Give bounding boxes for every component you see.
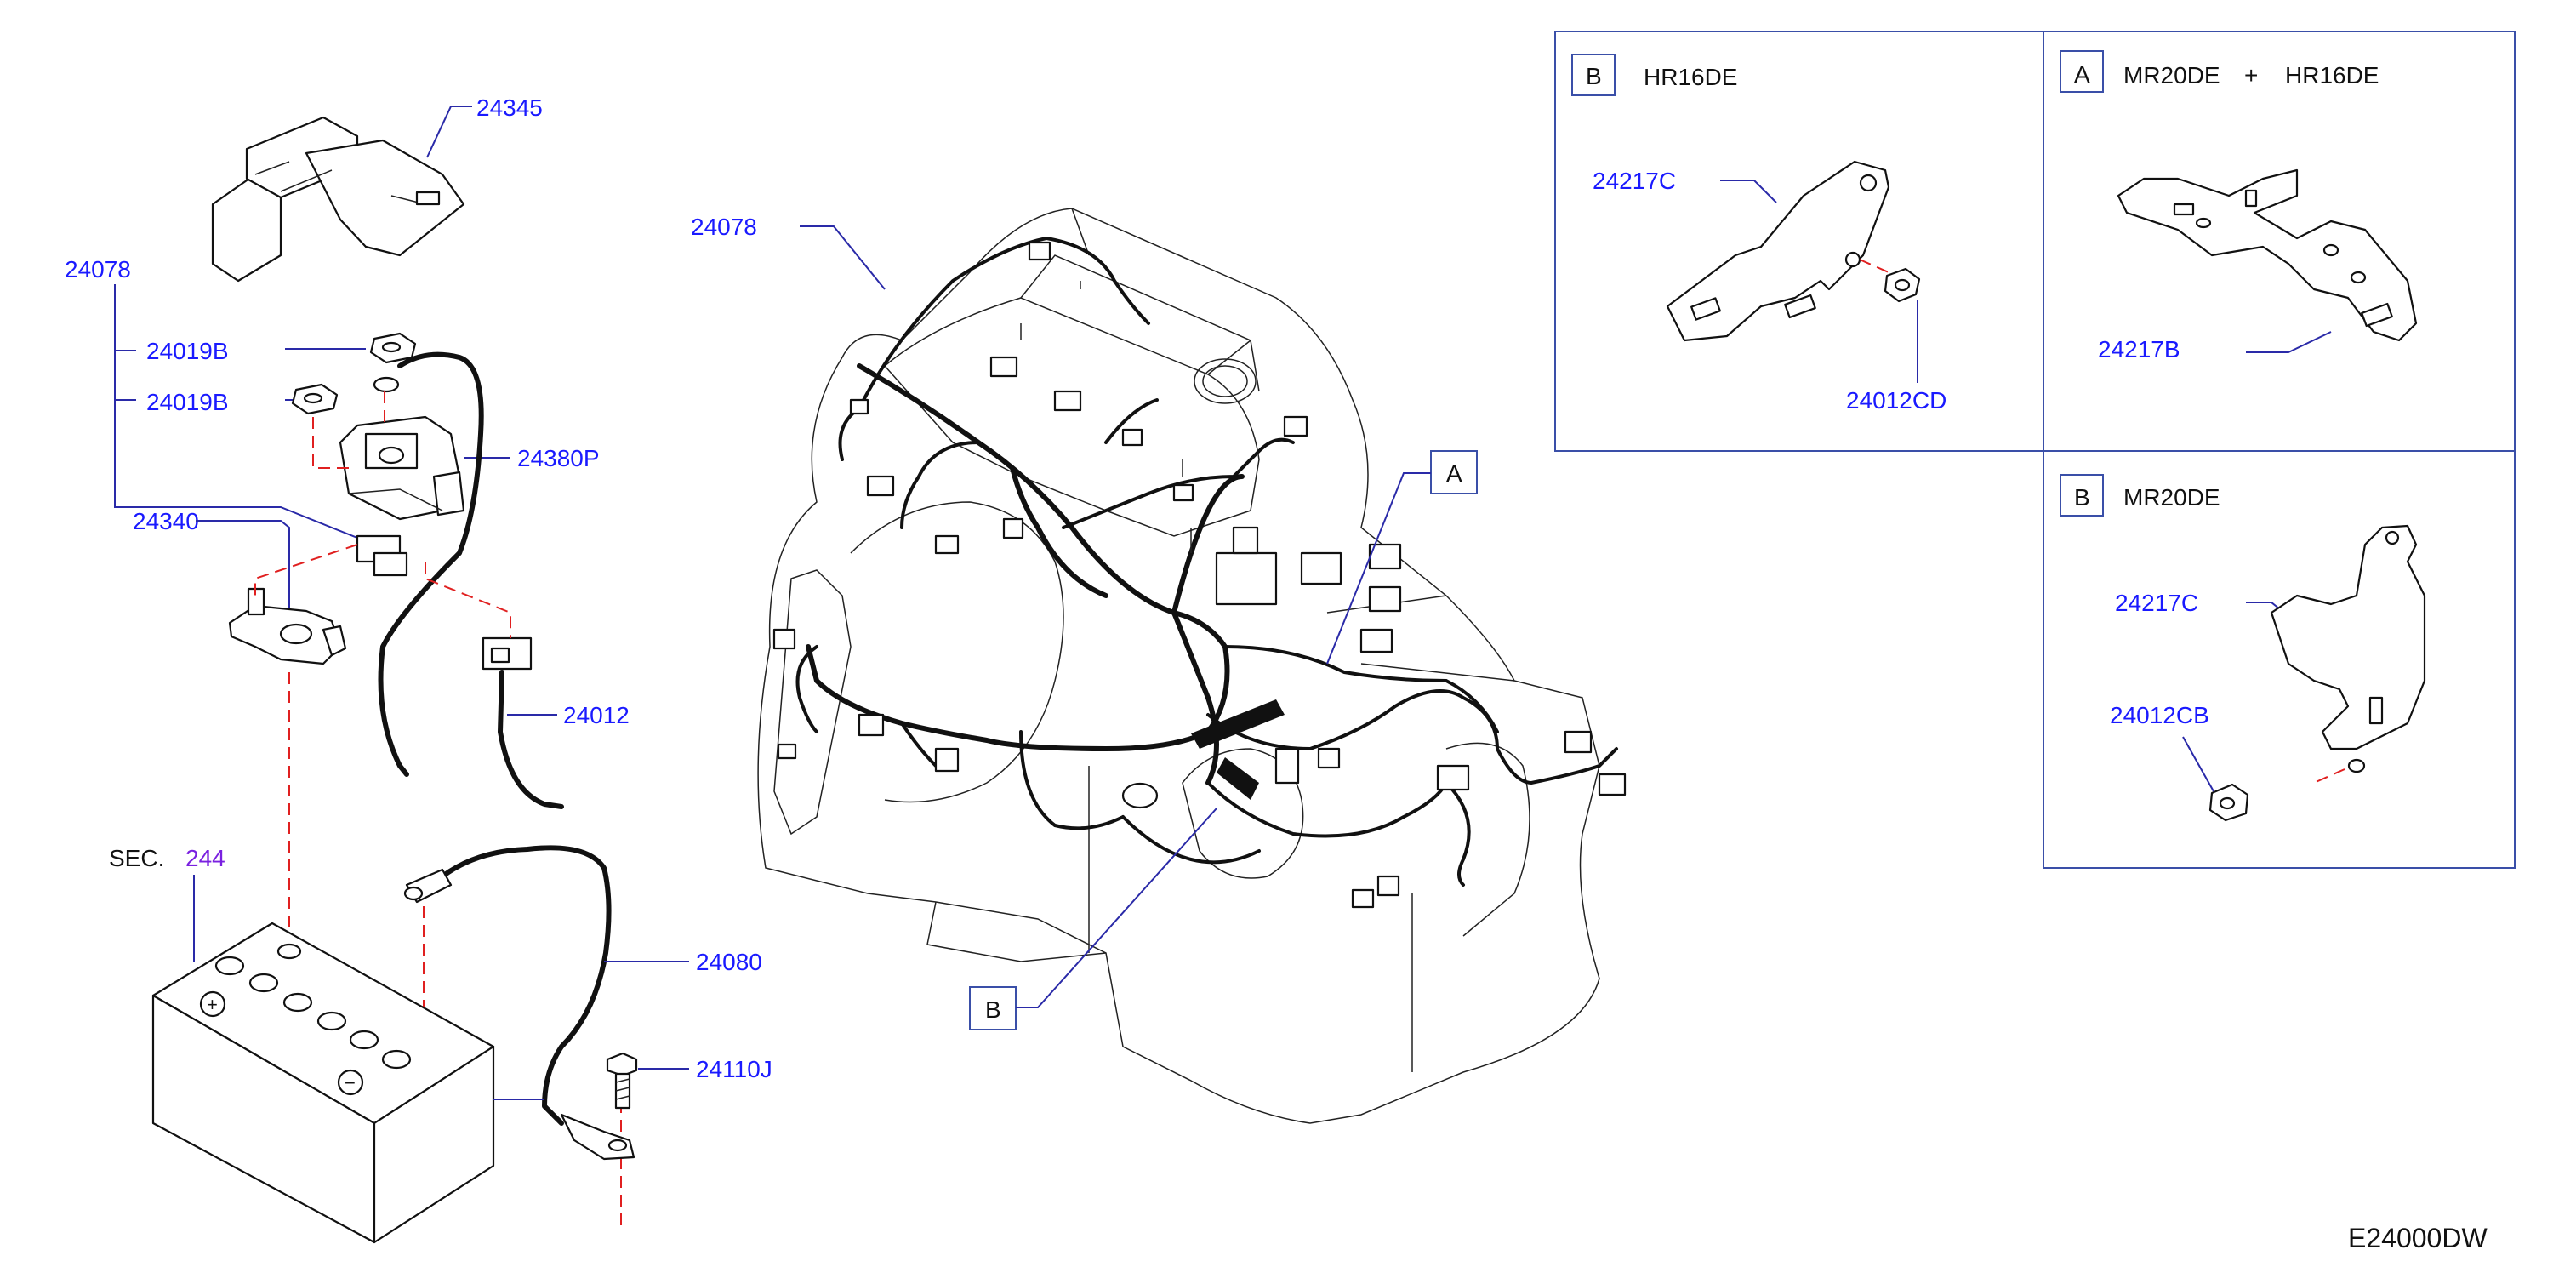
callout-b <box>969 986 1017 1030</box>
panel-b-mr20de: B MR20DE 24217C 24012CB <box>2060 474 2426 822</box>
label-24019B-a: 24019B <box>146 338 229 364</box>
nut-24019B-lower <box>291 383 339 415</box>
panel-2-engine-right: HR16DE <box>2285 62 2379 88</box>
terminal-24080-top <box>403 868 453 904</box>
panel-2-letter: A <box>2074 61 2090 88</box>
panel-3-letter: B <box>2074 484 2090 511</box>
callout-b-label: B <box>985 996 1001 1023</box>
panel-2-plus: + <box>2244 62 2258 88</box>
harness-connectors <box>772 241 1627 909</box>
callout-a <box>1430 450 1478 494</box>
terminal-24080-bottom <box>560 1113 635 1161</box>
panel-2-engine-left: MR20DE <box>2123 62 2220 88</box>
section-ref-number: 244 <box>185 845 225 871</box>
callout-a-label: A <box>1446 460 1462 487</box>
battery: + − <box>151 922 495 1244</box>
section-ref-prefix: SEC. <box>109 845 164 871</box>
label-24012: 24012 <box>563 702 630 728</box>
bolt-24110J <box>606 1052 638 1110</box>
main-harness-24078 <box>795 236 1618 887</box>
label-24340: 24340 <box>133 508 199 534</box>
fusible-link-24380P <box>339 415 465 521</box>
panel-1-engine: HR16DE <box>1644 64 1737 90</box>
harness-24012 <box>498 670 564 809</box>
panel-b-hr16de: B HR16DE 24217C 24012CD <box>1571 54 1946 414</box>
label-24217C-panel1: 24217C <box>1593 168 1676 194</box>
label-24080: 24080 <box>696 949 762 975</box>
label-24110J: 24110J <box>696 1056 772 1082</box>
panel-a-mr20de-hr16de: A MR20DE + HR16DE 24217B <box>2060 50 2418 362</box>
detail-panel-frame <box>1554 31 2516 869</box>
label-24012CB: 24012CB <box>2110 702 2209 728</box>
ground-cable-24080 <box>440 845 612 1126</box>
terminal-cover-24345 <box>211 116 465 283</box>
label-24380P: 24380P <box>517 445 600 471</box>
panel-3-engine: MR20DE <box>2123 484 2220 511</box>
label-24217C-panel3: 24217C <box>2115 590 2198 616</box>
clip-24340 <box>356 534 408 577</box>
engine-outline <box>757 208 1600 1124</box>
label-24078-engine: 24078 <box>691 214 757 240</box>
panel-1-letter: B <box>1586 63 1602 89</box>
label-24345: 24345 <box>476 94 543 121</box>
svg-text:−: − <box>345 1072 356 1093</box>
harness-24380P <box>378 351 484 777</box>
label-24078-left: 24078 <box>65 256 131 283</box>
label-24019B-b: 24019B <box>146 389 229 415</box>
svg-text:+: + <box>207 994 218 1015</box>
connector-24012 <box>482 636 533 671</box>
battery-terminal-24340 <box>228 587 347 665</box>
diagram-code: E24000DW <box>2348 1223 2488 1253</box>
label-24012CD: 24012CD <box>1846 387 1946 414</box>
label-24217B: 24217B <box>2098 336 2180 362</box>
